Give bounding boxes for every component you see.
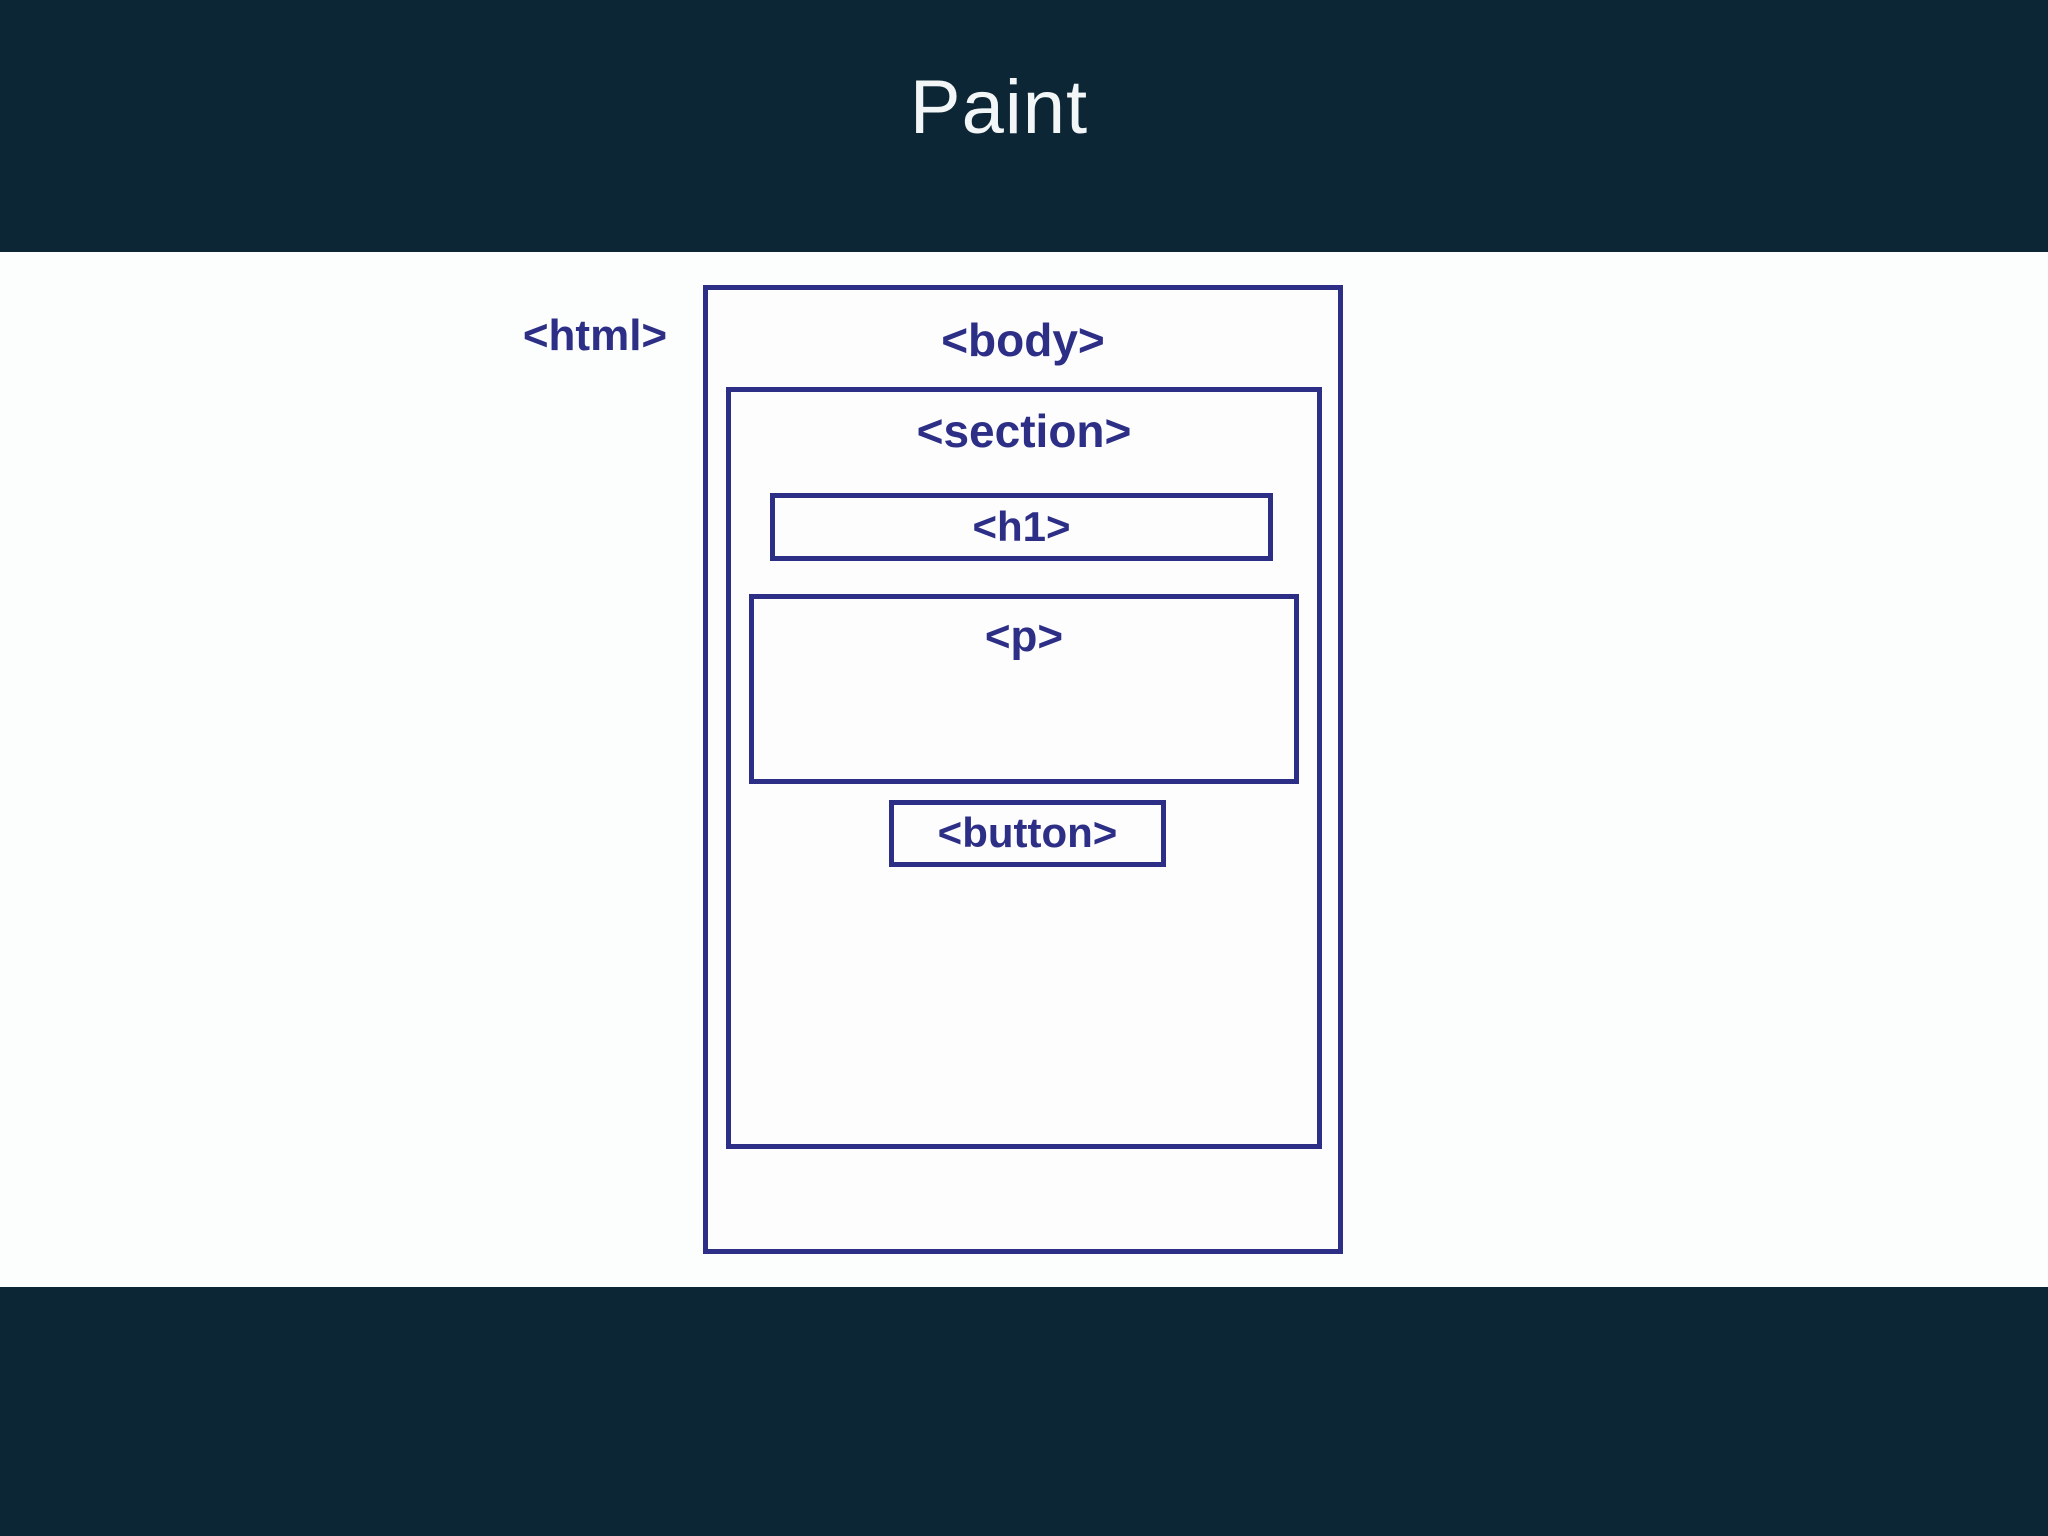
slide-header-bar: Paint: [0, 0, 2048, 252]
p-tag-box: <p>: [749, 594, 1299, 784]
section-tag-label: <section>: [916, 405, 1132, 457]
body-tag-label: <body>: [941, 314, 1105, 366]
h1-tag-box: <h1>: [770, 493, 1273, 561]
section-tag-box: <section> <h1> <p> <button>: [726, 387, 1322, 1149]
button-tag-box: <button>: [889, 800, 1166, 867]
slide-footer-bar: [0, 1287, 2048, 1536]
button-tag-label: <button>: [937, 809, 1118, 856]
html-tag-label: <html>: [522, 311, 668, 360]
slide-title: Paint: [909, 65, 1089, 150]
p-tag-label: <p>: [984, 612, 1064, 661]
h1-tag-label: <h1>: [972, 503, 1071, 550]
body-tag-box: <body> <section> <h1> <p> <button>: [703, 285, 1343, 1254]
